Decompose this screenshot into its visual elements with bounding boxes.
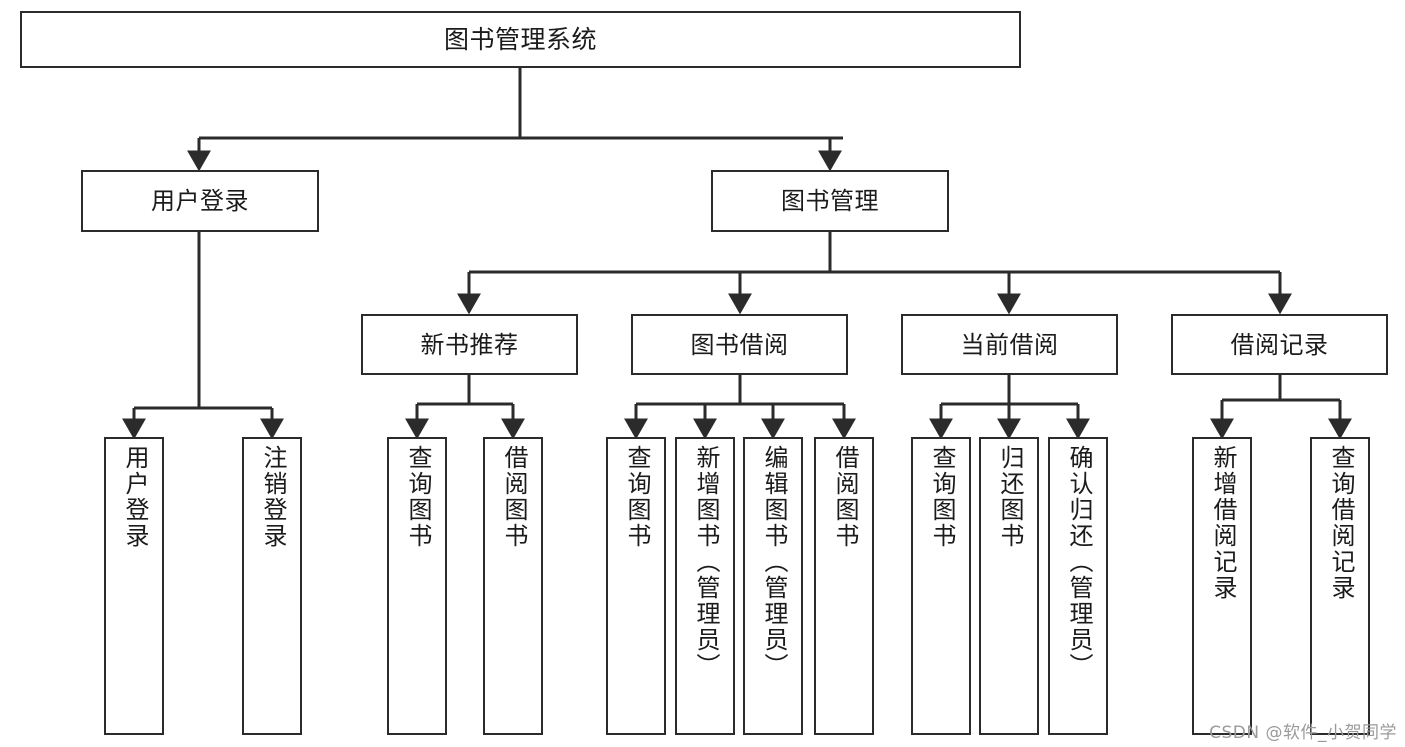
- node-leaf-user-login[interactable]: 用户登录: [104, 437, 164, 735]
- node-leaf-query-record-label: 查询借阅记录: [1326, 445, 1355, 601]
- node-book-manage[interactable]: 图书管理: [711, 170, 949, 232]
- node-leaf-add-record[interactable]: 新增借阅记录: [1192, 437, 1252, 735]
- node-leaf-edit-book[interactable]: 编辑图书（管理员）: [743, 437, 803, 735]
- node-leaf-confirm-return[interactable]: 确认归还（管理员）: [1048, 437, 1108, 735]
- node-book-borrow-label: 图书借阅: [690, 330, 789, 359]
- node-leaf-user-login-label: 用户登录: [120, 445, 149, 549]
- node-leaf-confirm-return-label: 确认归还（管理员）: [1064, 445, 1093, 679]
- node-leaf-query-book-3-label: 查询图书: [927, 445, 956, 549]
- node-leaf-query-book-2[interactable]: 查询图书: [606, 437, 666, 735]
- node-leaf-borrow-book-1[interactable]: 借阅图书: [483, 437, 543, 735]
- node-leaf-logout-login[interactable]: 注销登录: [242, 437, 302, 735]
- node-leaf-return-book[interactable]: 归还图书: [979, 437, 1039, 735]
- node-leaf-query-book-1-label: 查询图书: [403, 445, 432, 549]
- node-book-borrow[interactable]: 图书借阅: [631, 314, 848, 375]
- node-leaf-query-record[interactable]: 查询借阅记录: [1310, 437, 1370, 735]
- node-book-manage-label: 图书管理: [781, 187, 879, 215]
- node-leaf-query-book-3[interactable]: 查询图书: [911, 437, 971, 735]
- node-leaf-borrow-book-2-label: 借阅图书: [830, 445, 859, 549]
- node-new-book-recommend-label: 新书推荐: [420, 330, 519, 359]
- node-user-login-label: 用户登录: [151, 187, 249, 215]
- node-leaf-add-book-label: 新增图书（管理员）: [691, 445, 720, 679]
- watermark: CSDN @软件_小贺同学: [1209, 723, 1397, 743]
- node-leaf-borrow-book-1-label: 借阅图书: [499, 445, 528, 549]
- node-current-borrow[interactable]: 当前借阅: [901, 314, 1118, 375]
- node-borrow-record-label: 借阅记录: [1230, 330, 1329, 359]
- node-leaf-query-book-1[interactable]: 查询图书: [387, 437, 447, 735]
- node-leaf-edit-book-label: 编辑图书（管理员）: [759, 445, 788, 679]
- node-leaf-borrow-book-2[interactable]: 借阅图书: [814, 437, 874, 735]
- node-user-login[interactable]: 用户登录: [81, 170, 319, 232]
- node-current-borrow-label: 当前借阅: [960, 330, 1059, 359]
- node-leaf-add-record-label: 新增借阅记录: [1208, 445, 1237, 601]
- node-root-label: 图书管理系统: [443, 25, 597, 54]
- node-leaf-return-book-label: 归还图书: [995, 445, 1024, 549]
- node-leaf-add-book[interactable]: 新增图书（管理员）: [675, 437, 735, 735]
- node-root[interactable]: 图书管理系统: [20, 11, 1021, 68]
- node-new-book-recommend[interactable]: 新书推荐: [361, 314, 578, 375]
- node-leaf-logout-login-label: 注销登录: [258, 445, 287, 549]
- node-borrow-record[interactable]: 借阅记录: [1171, 314, 1388, 375]
- node-leaf-query-book-2-label: 查询图书: [622, 445, 651, 549]
